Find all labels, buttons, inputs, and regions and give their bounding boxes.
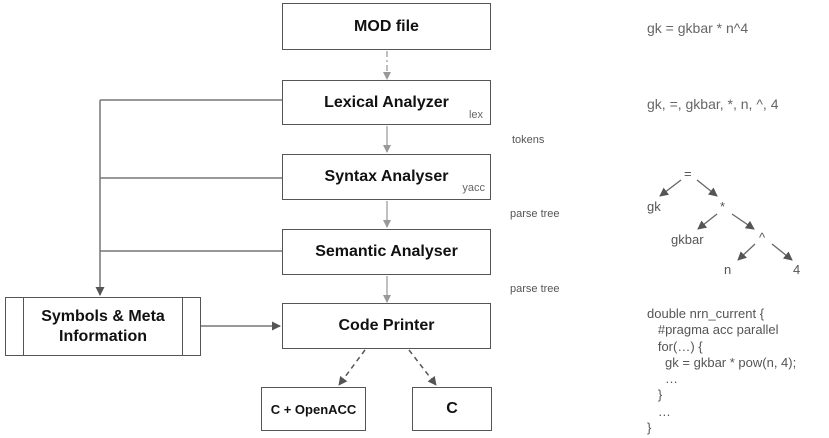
- code-line: }: [647, 387, 663, 403]
- lexical-analyzer-box: Lexical Analyzer lex: [282, 80, 491, 125]
- syntax-analyser-label: Syntax Analyser: [324, 168, 449, 185]
- tree-node-n: n: [724, 262, 732, 277]
- symbols-meta-label: Symbols & Meta Information: [41, 307, 165, 345]
- mod-file-box: MOD file: [282, 3, 491, 50]
- openacc-output-box: C + OpenACC: [261, 387, 366, 431]
- lexical-analyzer-label: Lexical Analyzer: [324, 93, 449, 111]
- tree-node-gkbar: gkbar: [671, 232, 704, 247]
- c-output-label: C: [446, 400, 458, 417]
- semantic-analyser-label: Semantic Analyser: [315, 243, 458, 260]
- c-output-box: C: [412, 387, 492, 431]
- code-printer-box: Code Printer: [282, 303, 491, 349]
- tree-node-four: 4: [793, 262, 801, 277]
- tree-node-eq: =: [684, 166, 692, 181]
- tree-node-gk: gk: [647, 199, 661, 214]
- tree-edge-pow-n: [737, 243, 756, 261]
- arrow-printer-to-c: [408, 349, 437, 386]
- tree-edge-eq-gk: [659, 179, 682, 197]
- code-printer-label: Code Printer: [338, 317, 435, 334]
- code-line: …: [647, 371, 679, 387]
- symbols-right-rule: [182, 298, 183, 355]
- syntax-analyser-box: Syntax Analyser yacc: [282, 154, 491, 200]
- mod-file-label: MOD file: [354, 17, 419, 35]
- tree-edge-mul-pow: [731, 213, 755, 230]
- token-list-example: gk, =, gkbar, *, n, ^, 4: [647, 96, 779, 112]
- openacc-output-label: C + OpenACC: [270, 401, 357, 417]
- tree-edge-pow-four: [771, 243, 793, 261]
- code-line: }: [647, 420, 652, 436]
- code-line: #pragma acc parallel: [647, 322, 779, 338]
- tree-node-mul: *: [720, 199, 726, 214]
- yacc-tag: yacc: [462, 182, 485, 194]
- generated-code-example: double nrn_current { #pragma acc paralle…: [647, 306, 796, 436]
- expression-example: gk = gkbar * n^4: [647, 20, 749, 36]
- tree-edge-eq-mul: [696, 179, 718, 197]
- parse-tree-label-2: parse tree: [510, 283, 560, 295]
- symbols-meta-box: Symbols & Meta Information: [5, 297, 201, 356]
- code-line: for(…) {: [647, 338, 703, 354]
- tokens-label: tokens: [512, 134, 545, 146]
- symbols-left-rule: [23, 298, 24, 355]
- lex-tag: lex: [468, 109, 483, 121]
- code-line: double nrn_current {: [647, 306, 765, 321]
- code-line: …: [647, 403, 671, 419]
- parse-tree-label-1: parse tree: [510, 208, 560, 220]
- tree-node-pow: ^: [759, 230, 766, 245]
- arrow-printer-to-openacc: [338, 349, 366, 386]
- tree-edge-mul-gkbar: [697, 213, 718, 230]
- semantic-analyser-box: Semantic Analyser: [282, 229, 491, 275]
- code-line: gk = gkbar * pow(n, 4);: [647, 354, 797, 370]
